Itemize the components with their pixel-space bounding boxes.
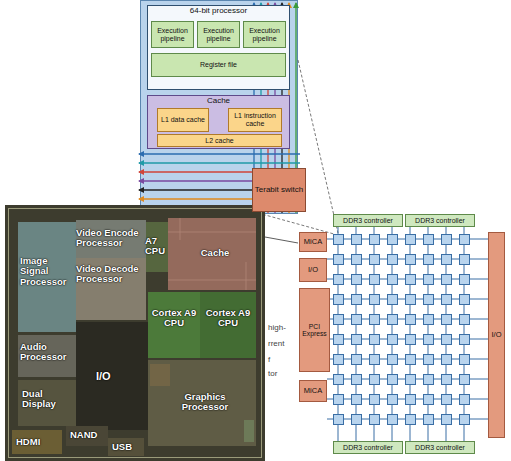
die-region-label: I/O [96, 370, 132, 382]
io-block: MiCA [299, 380, 327, 402]
box-text: I/O [302, 266, 325, 274]
memory-controller: DDR3 controller [405, 441, 475, 454]
box-text: Register file [154, 61, 284, 69]
clipped-text: f [268, 356, 298, 365]
pipeline-box: Register file [151, 53, 286, 77]
io-block: PCI Express [299, 288, 330, 372]
die-region-label: Image Signal Processor [20, 256, 76, 287]
die-region-label: Cortex A9 CPU [147, 308, 201, 329]
box-text: I/O [491, 331, 503, 339]
zoom-line [258, 213, 334, 234]
die-region-label: Dual Display [22, 389, 76, 410]
die-region-label: HDMI [16, 437, 60, 447]
clipped-text: high- [268, 324, 298, 333]
box-text: DDR3 controller [336, 444, 401, 452]
io-block: MiCA [299, 232, 327, 252]
box-text: L1 data cache [160, 116, 207, 124]
box-text: L1 instruction cache [231, 112, 280, 127]
cache-box: Cache L1 data cache L1 instruction cacheL2… [147, 95, 290, 149]
die-region-label: NAND [70, 430, 110, 440]
box-text: MiCA [302, 387, 325, 395]
die-photo [5, 205, 265, 461]
die-region-label: Graphics Processor [166, 392, 244, 413]
box-text: Execution pipeline [200, 27, 238, 42]
die-region-label: Audio Processor [20, 342, 76, 363]
memory-controller: DDR3 controller [333, 441, 403, 454]
box-heading: Cache [148, 97, 289, 106]
box-text: Execution pipeline [246, 27, 284, 42]
die-region-label: USB [112, 442, 144, 452]
box-text: DDR3 controller [408, 444, 473, 452]
memory-controller: DDR3 controller [333, 214, 403, 227]
die-region-label: A7 CPU [145, 236, 171, 257]
leader-line [265, 237, 298, 243]
memory-controller: DDR3 controller [405, 214, 475, 227]
die-region-label: Video Encode Processor [76, 228, 148, 249]
cache-block: L1 instruction cache [228, 108, 282, 132]
box-text: DDR3 controller [408, 217, 473, 225]
switch-box: Terabit switch [252, 168, 306, 212]
box-text: Terabit switch [255, 186, 304, 195]
clipped-text: tor [268, 370, 298, 379]
die-region-label: Cortex A9 CPU [201, 308, 255, 329]
pipeline-box: Execution pipeline [197, 21, 240, 48]
box-text: PCI Express [302, 323, 328, 338]
box-heading: 64-bit processor [148, 7, 289, 16]
pipeline-box: Execution pipeline [243, 21, 286, 48]
box-text: MiCA [302, 238, 325, 246]
box-text: L2 cache [160, 137, 280, 145]
io-block: I/O [299, 258, 327, 282]
io-block: I/O [488, 232, 505, 438]
tile-mesh [327, 227, 488, 441]
cache-block: L2 cache [157, 134, 282, 147]
cache-block: L1 data cache [157, 108, 209, 132]
die-region-label: Cache [187, 248, 243, 258]
pipeline-box: Execution pipeline [151, 21, 194, 48]
box-text: Execution pipeline [154, 27, 192, 42]
box-text: DDR3 controller [336, 217, 401, 225]
clipped-text: rrent [268, 340, 298, 349]
die-region-label: Video Decode Processor [76, 264, 148, 285]
processor-box: 64-bit processorExecution pipeline Execut… [147, 5, 290, 90]
